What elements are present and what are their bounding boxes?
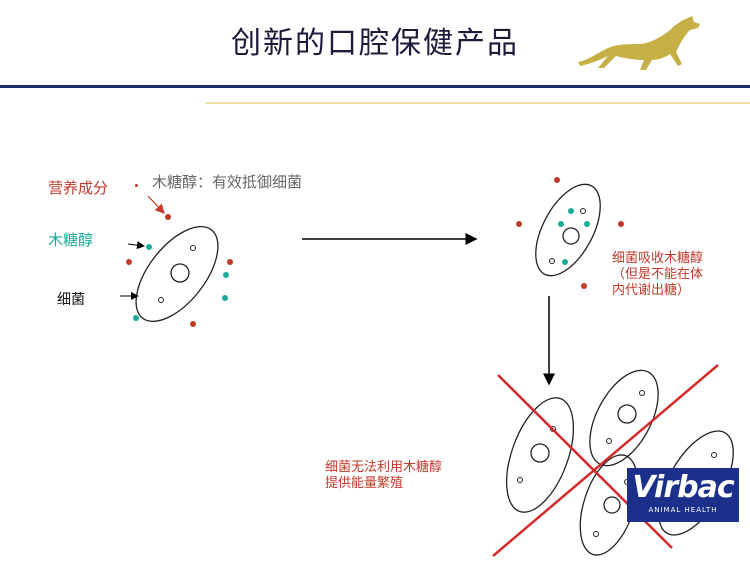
xylitol-dot xyxy=(558,221,564,227)
page-title: 创新的口腔保健产品 xyxy=(231,26,519,61)
nutrient-dot xyxy=(227,259,233,265)
xylitol-dot xyxy=(568,208,574,214)
xylitol-dot xyxy=(222,295,228,301)
nutrient-dot xyxy=(581,283,587,289)
nutrient-dot xyxy=(554,177,560,183)
xylitol-dot xyxy=(223,272,229,278)
bacterium-cluster-b xyxy=(589,369,659,467)
result-note-line: 提供能量繁殖 xyxy=(325,476,404,491)
xylitol-dot xyxy=(562,259,568,265)
nutrient-dot xyxy=(126,259,132,265)
logo-tagline: ANIMAL HEALTH xyxy=(648,506,718,514)
title-rule xyxy=(0,85,750,88)
result-note: 细菌无法利用木糖醇 提供能量繁殖 xyxy=(325,460,442,492)
label-xylitol: 木糖醇 xyxy=(48,231,94,249)
xylitol-dot xyxy=(133,315,139,321)
xylitol-dot xyxy=(146,244,152,250)
logo-brand: Virbac xyxy=(632,470,734,505)
result-note-line: 细菌无法利用木糖醇 xyxy=(325,460,443,475)
red-cross-stroke xyxy=(497,374,673,549)
virbac-logo: Virbac ANIMAL HEALTH xyxy=(627,468,739,522)
label-xylitol-note: 木糖醇：有效抵御细菌 xyxy=(152,173,303,191)
label-bacteria: 细菌 xyxy=(57,292,85,308)
xylitol-pointer xyxy=(127,241,145,250)
bacterium-left xyxy=(135,225,219,323)
absorb-note-line: 内代谢出糖） xyxy=(612,283,691,298)
title-accent-rule xyxy=(205,102,750,104)
absorb-note: 细菌吸收木糖醇 （但是不能在体 内代谢出糖） xyxy=(612,251,703,299)
nutrient-dot xyxy=(165,214,171,220)
xylitol-dot xyxy=(584,221,590,227)
nutrient-pointer xyxy=(147,195,165,214)
nutrient-dot xyxy=(190,321,196,327)
nutrient-dot xyxy=(618,221,624,227)
bacterium-right xyxy=(535,183,601,277)
absorb-note-line: 细菌吸收木糖醇 xyxy=(612,251,704,266)
absorb-note-line: （但是不能在体 xyxy=(612,267,704,282)
label-nutrients: 营养成分 xyxy=(48,179,109,197)
bacterium-cluster-a xyxy=(505,397,575,513)
running-dog-icon xyxy=(578,16,700,70)
bullet-dot xyxy=(135,184,138,187)
nutrient-dot xyxy=(516,221,522,227)
red-cross-stroke xyxy=(492,364,719,557)
